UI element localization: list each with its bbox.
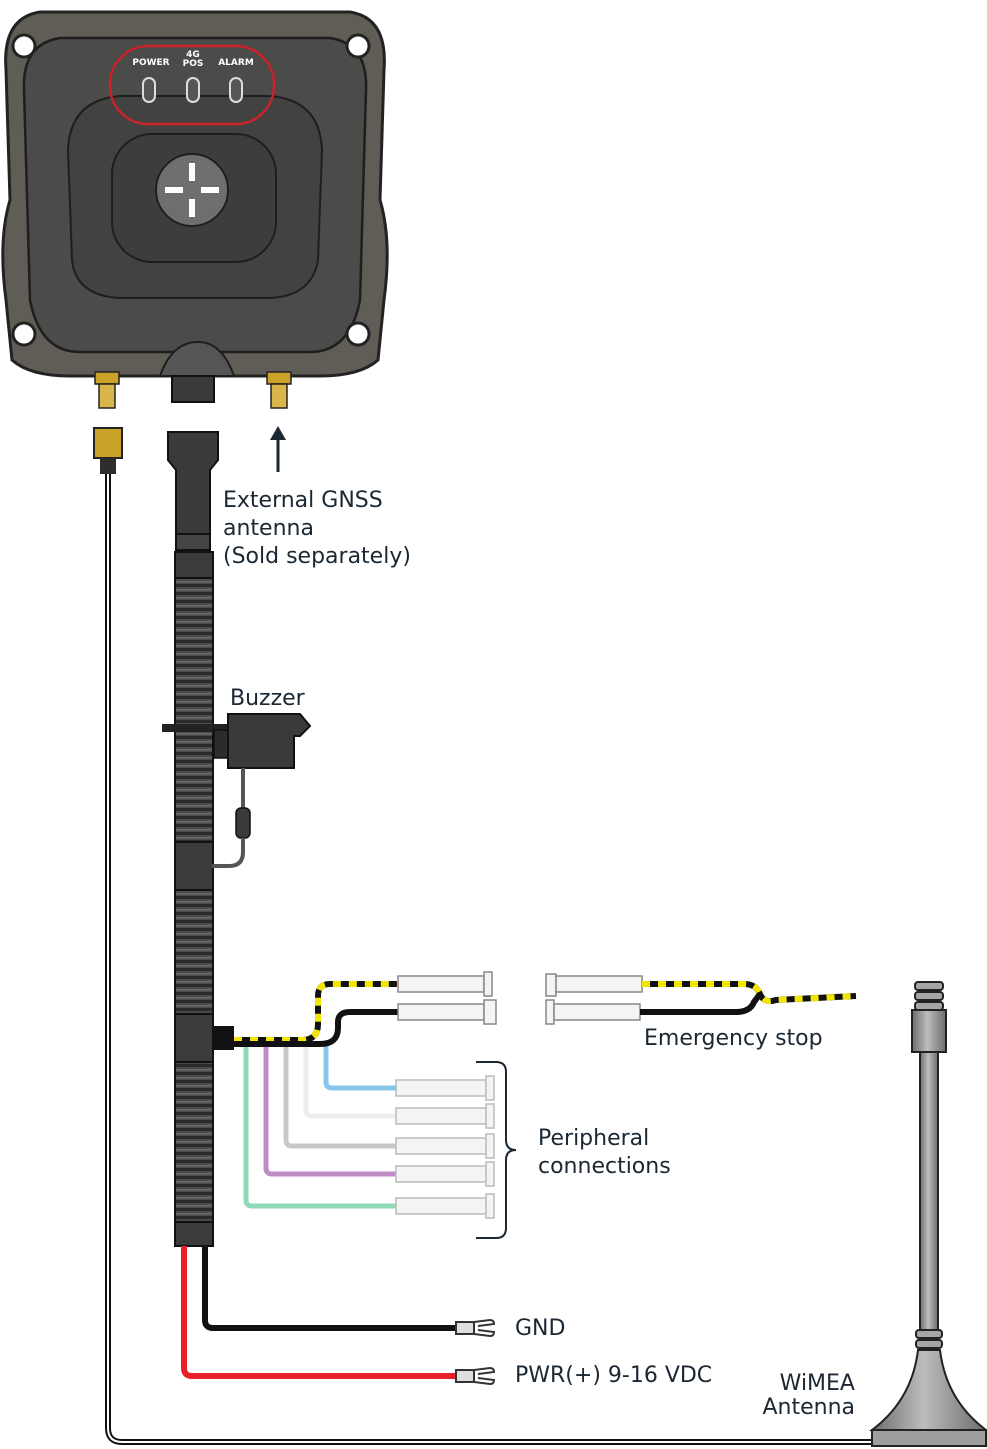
led-power-icon <box>142 77 156 103</box>
mount-hole-icon <box>345 33 371 59</box>
led-label-power: POWER <box>132 58 169 68</box>
wimea-cable <box>93 427 880 1445</box>
wimea-antenna <box>869 981 987 1447</box>
wimea-label-line1: WiMEA <box>780 1371 855 1396</box>
buzzer <box>212 713 312 868</box>
led-indicator-ring <box>108 44 276 126</box>
mount-hole-icon <box>11 321 37 347</box>
led-label-alarm: ALARM <box>218 58 254 68</box>
mount-hole-icon <box>11 33 37 59</box>
main-connector <box>171 375 215 403</box>
center-cross-icon <box>155 153 229 227</box>
gnss-arrow-icon <box>270 426 286 472</box>
peripheral-brace <box>476 1061 517 1239</box>
peripheral-wires <box>212 1026 517 1239</box>
wimea-label-line2: Antenna <box>762 1395 855 1420</box>
tracker-device: POWER 4G POS ALARM <box>1 10 389 409</box>
peripheral-label-line2: connections <box>538 1154 671 1179</box>
emergency-stop-wires <box>234 971 857 1047</box>
corrugated-tube <box>174 551 214 1243</box>
buzzer-label: Buzzer <box>230 686 306 711</box>
gnss-label-line2: antenna <box>223 516 314 541</box>
gnd-label: GND <box>515 1316 565 1341</box>
peripheral-label-line1: Peripheral <box>538 1126 649 1151</box>
gnss-label-line1: External GNSS <box>223 488 383 513</box>
sma-connector-left <box>94 371 120 385</box>
led-label-4g: 4G <box>186 50 200 60</box>
led-label-pos: POS <box>183 59 204 69</box>
emergency-stop-label: Emergency stop <box>644 1026 823 1051</box>
led-alarm-icon <box>229 77 243 103</box>
power-wires <box>181 1246 496 1386</box>
pwr-label: PWR(+) 9-16 VDC <box>515 1363 712 1388</box>
led-4g-pos-icon <box>186 77 200 103</box>
harness-plug <box>167 431 219 535</box>
sma-plug-icon <box>93 427 123 459</box>
sma-connector-right <box>266 371 292 385</box>
gnss-label-line3: (Sold separately) <box>223 544 411 569</box>
main-harness <box>162 431 233 1247</box>
mount-hole-icon <box>345 321 371 347</box>
